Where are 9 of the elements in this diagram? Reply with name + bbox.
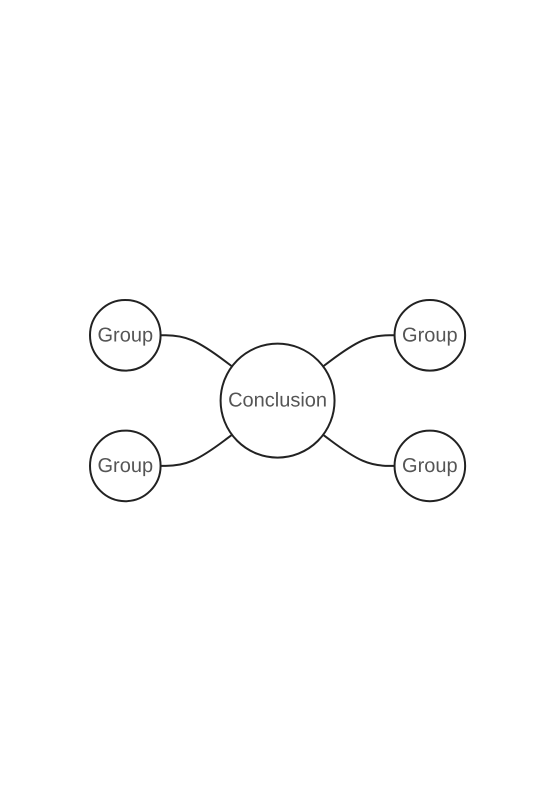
node-circle: Group xyxy=(88,430,162,502)
node-circle: Group xyxy=(393,430,466,502)
connector xyxy=(160,434,233,467)
node-circle: Group xyxy=(88,298,162,372)
connector xyxy=(160,334,233,368)
connector xyxy=(322,434,394,467)
node-circle: Group xyxy=(393,298,466,372)
node-circle: Conclusion xyxy=(220,342,336,458)
connector xyxy=(322,334,394,368)
